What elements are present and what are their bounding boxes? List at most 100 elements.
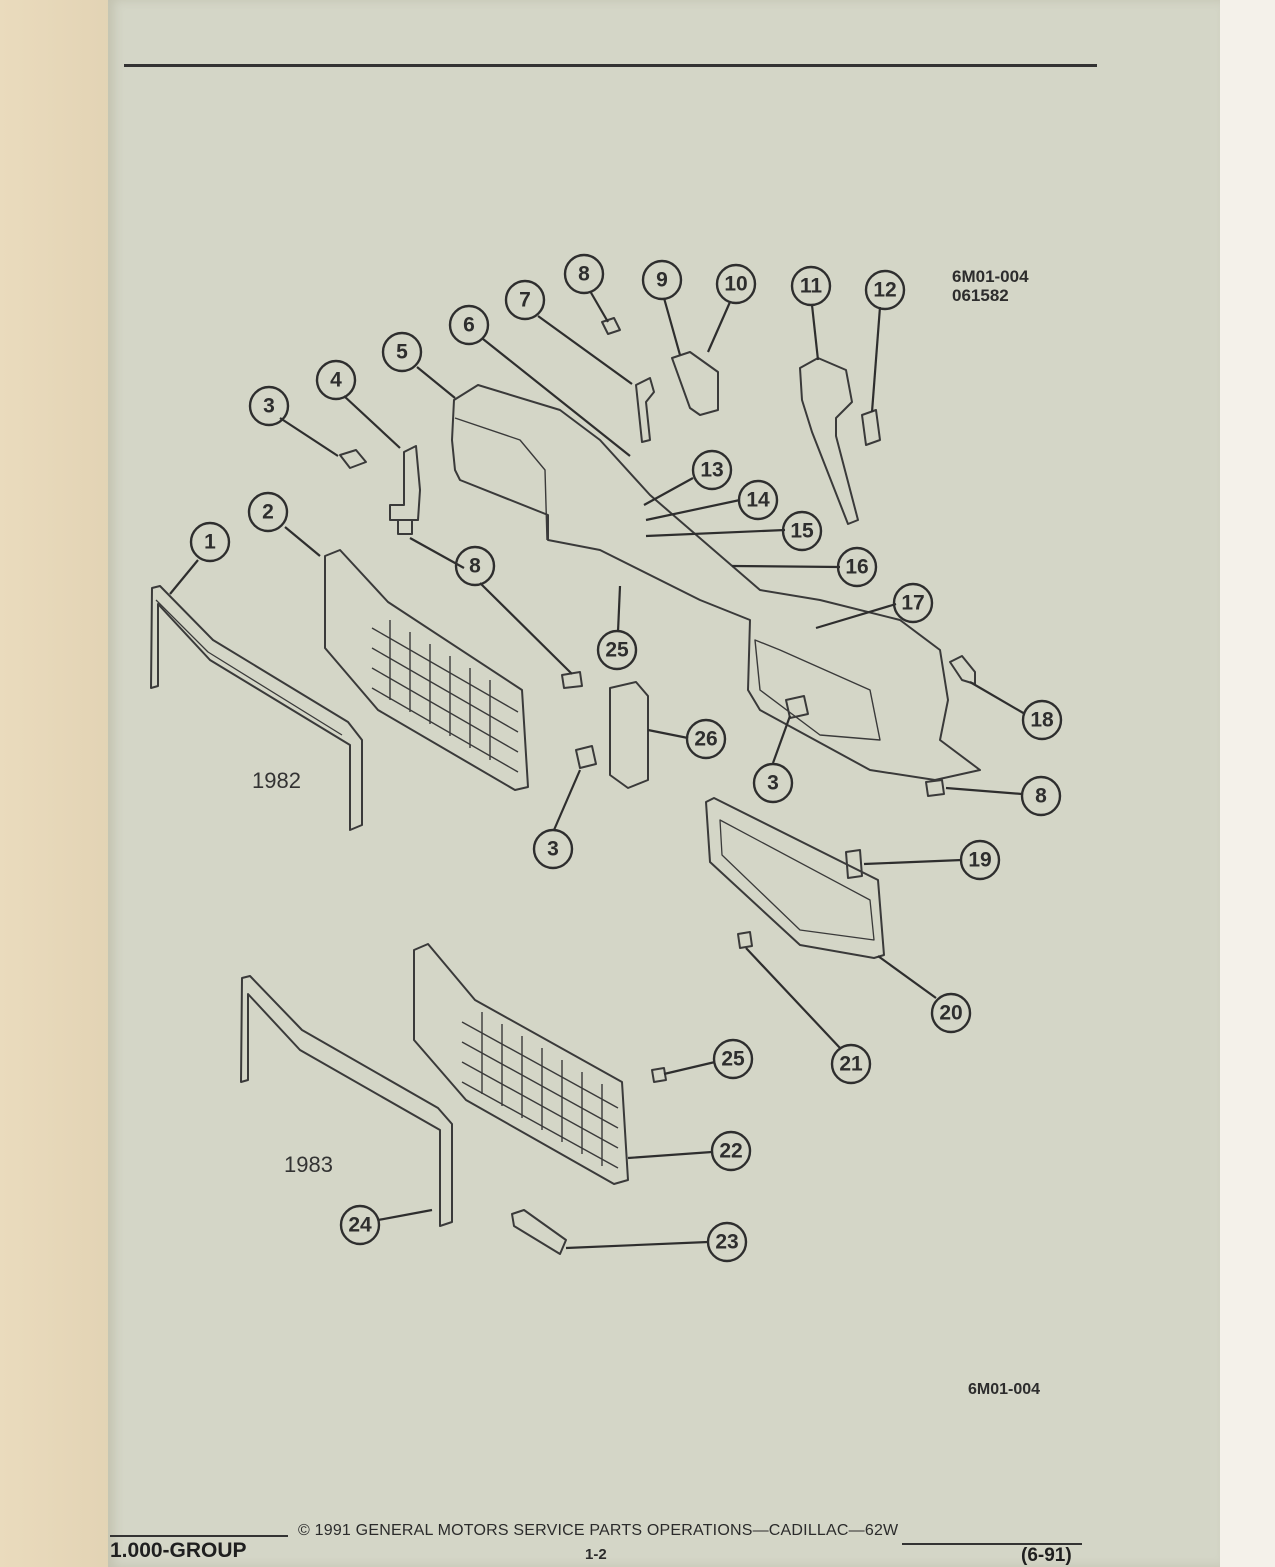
grille-1983 xyxy=(413,943,629,1185)
callout-20: 20 xyxy=(930,992,972,1034)
bolt-8-right xyxy=(925,779,945,797)
callout-8-top: 8 xyxy=(563,253,605,295)
svg-text:8: 8 xyxy=(578,263,590,286)
headlamp-bezel-20-inner xyxy=(719,819,875,941)
callout-10: 10 xyxy=(715,263,757,305)
header-rule xyxy=(124,64,1097,67)
footer-rule-left xyxy=(110,1535,288,1537)
bolt-8-left xyxy=(397,519,413,535)
callout-2: 2 xyxy=(247,491,289,533)
svg-text:24: 24 xyxy=(348,1214,372,1237)
callout-14: 14 xyxy=(737,479,779,521)
footer-copyright: © 1991 GENERAL MOTORS SERVICE PARTS OPER… xyxy=(298,1522,899,1539)
svg-text:3: 3 xyxy=(263,395,275,418)
callout-layer: 1 2 3 4 5 6 7 8 9 10 11 12 13 14 15 16 1… xyxy=(189,253,1063,1263)
callout-22: 22 xyxy=(710,1130,752,1172)
emblem-23 xyxy=(511,1209,567,1255)
headlamp-housing-right xyxy=(754,639,881,741)
bolt-8-top xyxy=(601,317,621,335)
clip-3-top xyxy=(339,449,367,469)
svg-text:6: 6 xyxy=(463,314,475,337)
clip-3-right xyxy=(785,695,809,719)
figure-code-top: 6M01-004 061582 xyxy=(952,267,1029,305)
figure-code-line1: 6M01-004 xyxy=(952,267,1029,286)
bolt-8-center xyxy=(561,671,583,689)
callout-16: 16 xyxy=(836,546,878,588)
svg-text:21: 21 xyxy=(839,1053,863,1076)
callout-17: 17 xyxy=(892,582,934,624)
grille-molding-1982 xyxy=(150,585,363,831)
nut-25-lower xyxy=(651,1067,667,1083)
footer-revision-date: (6-91) xyxy=(1021,1545,1072,1566)
svg-text:10: 10 xyxy=(724,273,747,296)
svg-text:13: 13 xyxy=(700,459,723,482)
svg-text:8: 8 xyxy=(1035,785,1047,808)
callout-7: 7 xyxy=(504,279,546,321)
grille-1983-slots xyxy=(461,1012,619,1169)
callout-21: 21 xyxy=(830,1043,872,1085)
leader-lines xyxy=(169,290,1026,1250)
bracket-19 xyxy=(845,849,863,879)
callout-15: 15 xyxy=(781,510,823,552)
grille-1982 xyxy=(324,549,529,791)
grille-1982-slots xyxy=(371,620,519,773)
svg-text:4: 4 xyxy=(330,369,342,392)
svg-text:18: 18 xyxy=(1030,709,1054,732)
screw-21 xyxy=(737,931,753,949)
callout-3-middle: 3 xyxy=(532,828,574,870)
svg-text:25: 25 xyxy=(605,639,629,662)
svg-text:12: 12 xyxy=(873,279,896,302)
svg-text:8: 8 xyxy=(469,555,481,578)
footer-page-number: 1-2 xyxy=(585,1546,607,1563)
clip-3-middle xyxy=(575,745,597,769)
paper-edge-left xyxy=(0,0,115,1567)
svg-text:5: 5 xyxy=(396,341,408,364)
svg-text:17: 17 xyxy=(901,592,924,615)
callout-24: 24 xyxy=(339,1204,381,1246)
svg-text:22: 22 xyxy=(719,1140,742,1163)
bracket-4 xyxy=(389,445,421,521)
callout-19: 19 xyxy=(959,839,1001,881)
latch-bracket-9 xyxy=(671,351,719,416)
callout-25-lower: 25 xyxy=(712,1038,754,1080)
callout-25-upper: 25 xyxy=(596,629,638,671)
svg-text:2: 2 xyxy=(262,501,274,524)
footer-group-label: 1.000-GROUP xyxy=(110,1539,247,1562)
svg-text:11: 11 xyxy=(800,275,823,298)
headlamp-bezel-20 xyxy=(705,797,885,959)
hood-latch-bolt-7 xyxy=(635,377,655,443)
callout-13: 13 xyxy=(691,449,733,491)
bracket-26 xyxy=(609,681,649,789)
svg-text:20: 20 xyxy=(939,1002,962,1025)
callout-9: 9 xyxy=(641,259,683,301)
svg-text:19: 19 xyxy=(968,849,991,872)
callout-11: 11 xyxy=(790,265,832,307)
svg-text:14: 14 xyxy=(746,489,770,512)
year-label-1983: 1983 xyxy=(284,1152,333,1177)
callout-3-top: 3 xyxy=(248,385,290,427)
svg-text:9: 9 xyxy=(656,269,668,292)
callout-6: 6 xyxy=(448,304,490,346)
figure-code-line2: 061582 xyxy=(952,286,1009,305)
callout-26: 26 xyxy=(685,718,727,760)
callout-5: 5 xyxy=(381,331,423,373)
svg-text:15: 15 xyxy=(790,520,814,543)
upper-panel-box xyxy=(454,417,548,541)
grille-molding-1982-inner xyxy=(155,599,343,736)
svg-text:3: 3 xyxy=(547,838,559,861)
callout-3-right: 3 xyxy=(752,762,794,804)
callout-4: 4 xyxy=(315,359,357,401)
callout-8-left: 8 xyxy=(454,545,496,587)
year-label-1982: 1982 xyxy=(252,768,301,793)
part-18 xyxy=(949,655,976,685)
callout-12: 12 xyxy=(864,269,906,311)
callout-18: 18 xyxy=(1021,699,1063,741)
grille-molding-1983 xyxy=(240,975,453,1227)
callout-23: 23 xyxy=(706,1221,748,1263)
paper-edge-right xyxy=(1220,0,1275,1567)
upper-filler-panel xyxy=(451,384,981,781)
plate-12 xyxy=(861,409,881,446)
svg-text:7: 7 xyxy=(519,289,531,312)
